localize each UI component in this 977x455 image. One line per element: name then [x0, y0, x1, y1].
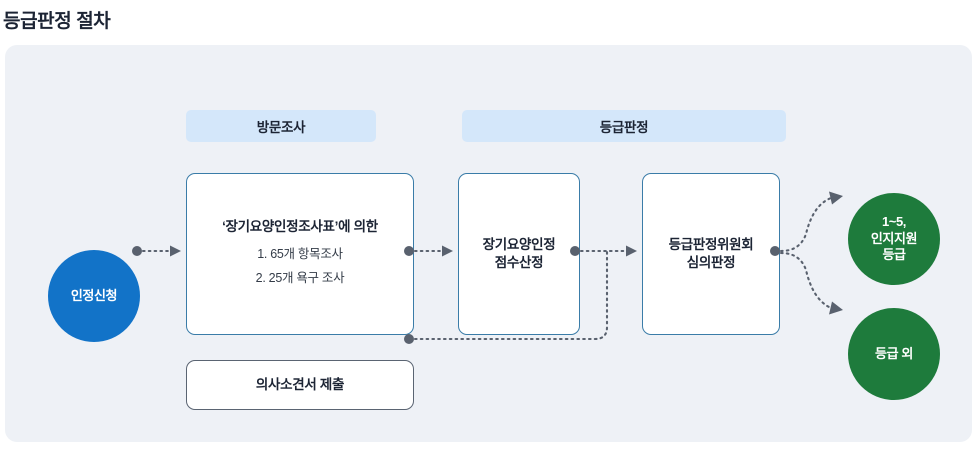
node-no-grade[interactable]: 등급 외: [848, 308, 940, 400]
list-item: 2. 25개 욕구 조사: [255, 270, 345, 285]
node-grade-result-line-1: 1~5,: [881, 214, 907, 230]
node-grade-result[interactable]: 1~5, 인지지원 등급: [848, 193, 940, 285]
group-header-grade: 등급판정: [462, 110, 786, 142]
group-header-grade-label: 등급판정: [599, 120, 649, 135]
node-survey-title: ‘장기요양인정조사표’에 의한: [222, 218, 378, 234]
node-score[interactable]: 장기요양인정 점수산정: [458, 173, 580, 335]
group-header-visit-label: 방문조사: [256, 120, 306, 135]
node-opinion-label: 의사소견서 제출: [255, 376, 345, 392]
node-apply-label: 인정신청: [70, 287, 118, 303]
node-grade-result-line-3: 등급: [882, 247, 906, 263]
node-survey-items: 1. 65개 항목조사 2. 25개 욕구 조사: [256, 243, 345, 291]
node-survey[interactable]: ‘장기요양인정조사표’에 의한 1. 65개 항목조사 2. 25개 욕구 조사: [186, 173, 414, 335]
node-apply[interactable]: 인정신청: [48, 250, 140, 342]
node-grade-result-line-2: 인지지원: [870, 230, 918, 246]
node-no-grade-label: 등급 외: [875, 345, 913, 361]
node-committee[interactable]: 등급판정위원회 심의판정: [642, 173, 780, 335]
node-score-line-2: 점수산정: [494, 255, 544, 270]
node-score-line-1: 장기요양인정: [482, 236, 556, 252]
diagram-panel: 방문조사 등급판정 인정신청 ‘장기요양인정조사표’에 의한 1. 65개 항목…: [5, 45, 972, 442]
node-opinion[interactable]: 의사소견서 제출: [186, 360, 414, 410]
node-committee-line-1: 등급판정위원회: [668, 236, 754, 252]
node-committee-line-2: 심의판정: [686, 255, 736, 270]
group-header-visit: 방문조사: [186, 110, 376, 142]
page-title: 등급판정 절차: [3, 11, 111, 32]
list-item: 1. 65개 항목조사: [257, 246, 343, 261]
